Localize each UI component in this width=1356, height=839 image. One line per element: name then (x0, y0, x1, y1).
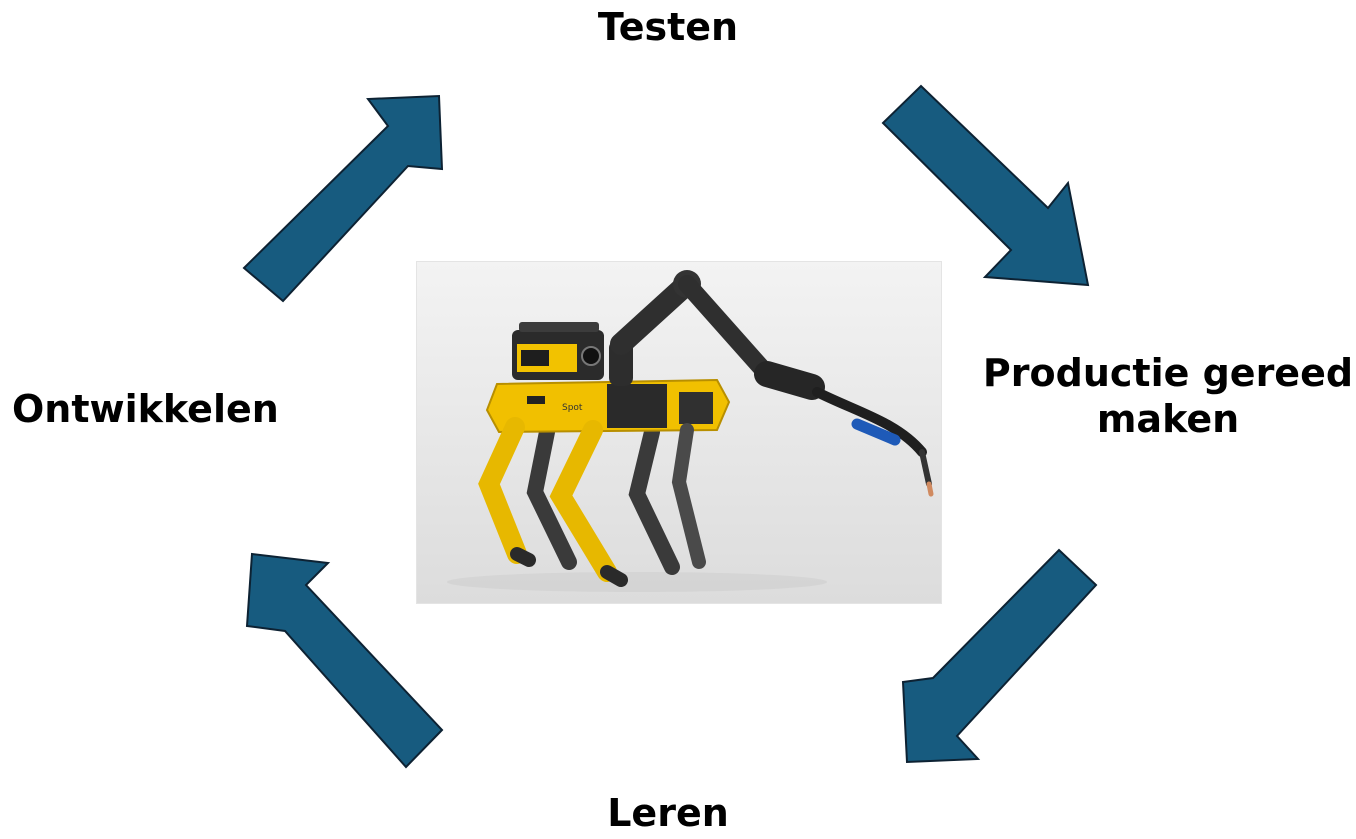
node-productie-gereed-maken: Productie gereed maken (978, 350, 1356, 443)
welding-unit (512, 322, 604, 380)
node-ontwikkelen: Ontwikkelen (12, 387, 279, 431)
robot-back-legs (526, 424, 680, 575)
robot-photo: Spot (416, 261, 942, 604)
node-testen: Testen (597, 5, 739, 49)
robot-front-legs (478, 417, 706, 587)
robot-arm (609, 270, 934, 497)
node-productie-line1: Productie gereed (982, 351, 1354, 395)
node-leren: Leren (607, 791, 729, 835)
arrow-up-left (245, 552, 444, 769)
node-productie-line2: maken (1096, 397, 1240, 442)
robot-illustration: Spot (417, 262, 941, 603)
svg-text:Spot: Spot (562, 403, 583, 413)
arrow-down-left (901, 548, 1098, 764)
arrow-down-right (881, 84, 1090, 287)
arrow-up-right (242, 94, 444, 303)
robot-body: Spot (485, 378, 731, 434)
